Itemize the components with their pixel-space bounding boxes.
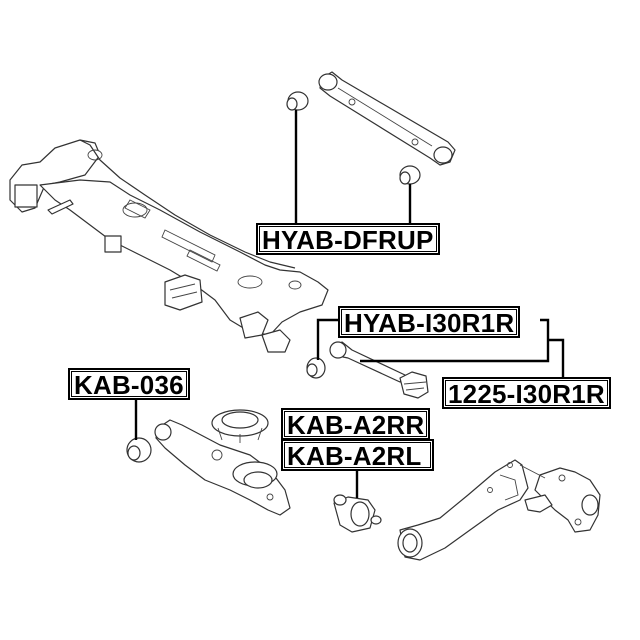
trailing-arm-bushing-drawing	[333, 494, 382, 533]
lower-spring-arm-drawing	[126, 419, 291, 516]
part-label-hyab-dfrup: HYAB-DFRUP	[256, 223, 440, 255]
part-label-kab-a2rl: KAB-A2RL	[281, 439, 434, 471]
trailing-arm-drawing	[397, 459, 529, 561]
part-label-kab-036: KAB-036	[68, 368, 190, 400]
part-label-kab-a2rr: KAB-A2RR	[281, 408, 431, 440]
upper-control-arm-drawing	[318, 71, 456, 166]
spring-seat-drawing	[211, 409, 269, 443]
upper-arm-bushings-drawing	[286, 91, 421, 185]
leader-hyab-i30r1r	[316, 318, 340, 360]
leader-lines	[134, 110, 565, 498]
part-label-1225-i30r1r: 1225-I30R1R	[442, 377, 611, 409]
toe-link-drawing	[306, 341, 429, 399]
part-label-hyab-i30r1r: HYAB-I30R1R	[338, 306, 521, 338]
rear-subframe-drawing	[9, 139, 329, 353]
leader-1225-i30r1r	[548, 338, 565, 378]
rear-knuckle-drawing	[519, 464, 601, 533]
